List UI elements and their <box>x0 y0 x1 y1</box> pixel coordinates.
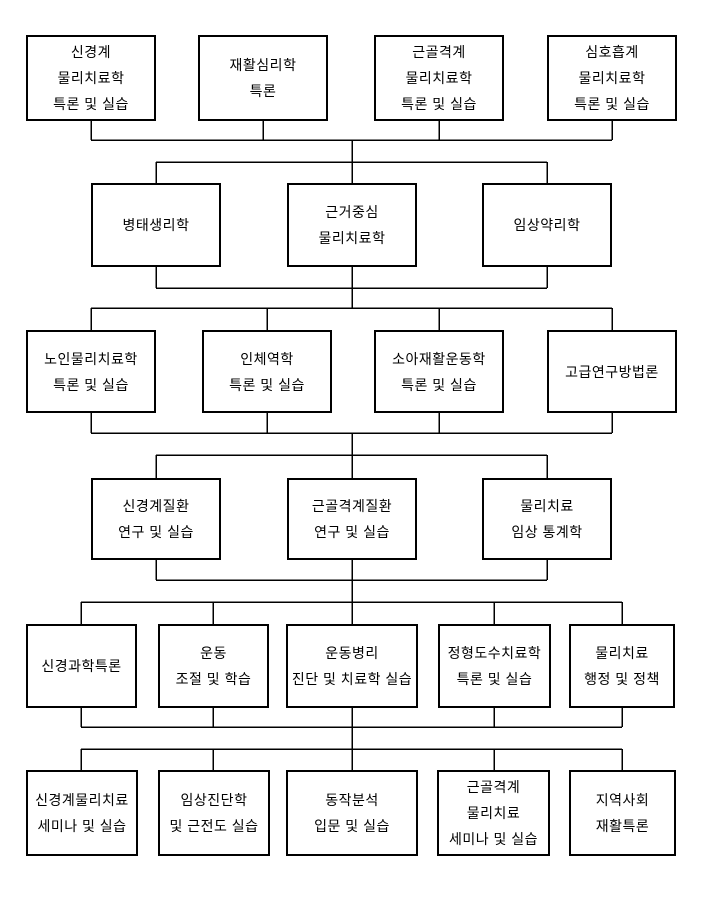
course-box: 동작분석 입문 및 실습 <box>286 770 418 856</box>
course-box: 신경계 물리치료학 특론 및 실습 <box>26 35 156 121</box>
course-box: 인체역학 특론 및 실습 <box>202 330 332 413</box>
course-box: 신경계질환 연구 및 실습 <box>91 478 221 560</box>
course-box: 고급연구방법론 <box>547 330 677 413</box>
course-box: 근골격계질환 연구 및 실습 <box>287 478 417 560</box>
course-box: 임상약리학 <box>482 183 612 267</box>
course-box: 운동병리 진단 및 치료학 실습 <box>286 624 418 708</box>
course-box: 재활심리학 특론 <box>198 35 328 121</box>
course-box: 소아재활운동학 특론 및 실습 <box>374 330 504 413</box>
course-box: 신경계물리치료 세미나 및 실습 <box>26 770 138 856</box>
course-box: 운동 조절 및 학습 <box>158 624 269 708</box>
connector-row1-row2 <box>90 121 613 183</box>
connector-row2-row3 <box>90 267 613 330</box>
connector-row5-row6 <box>80 708 623 770</box>
course-box: 근골격계 물리치료 세미나 및 실습 <box>437 770 550 856</box>
course-box: 정형도수치료학 특론 및 실습 <box>438 624 551 708</box>
course-box: 병태생리학 <box>91 183 221 267</box>
course-box: 지역사회 재활특론 <box>569 770 676 856</box>
course-box: 근거중심 물리치료학 <box>287 183 417 267</box>
course-box: 물리치료 행정 및 정책 <box>569 624 675 708</box>
course-box: 근골격계 물리치료학 특론 및 실습 <box>374 35 504 121</box>
course-box: 임상진단학 및 근전도 실습 <box>158 770 270 856</box>
course-box: 노인물리치료학 특론 및 실습 <box>26 330 156 413</box>
connector-row4-row5 <box>80 560 623 624</box>
course-box: 물리치료 임상 통계학 <box>482 478 612 560</box>
course-box: 심호흡계 물리치료학 특론 및 실습 <box>547 35 677 121</box>
connector-row3-row4 <box>90 413 613 478</box>
course-box: 신경과학특론 <box>26 624 137 708</box>
